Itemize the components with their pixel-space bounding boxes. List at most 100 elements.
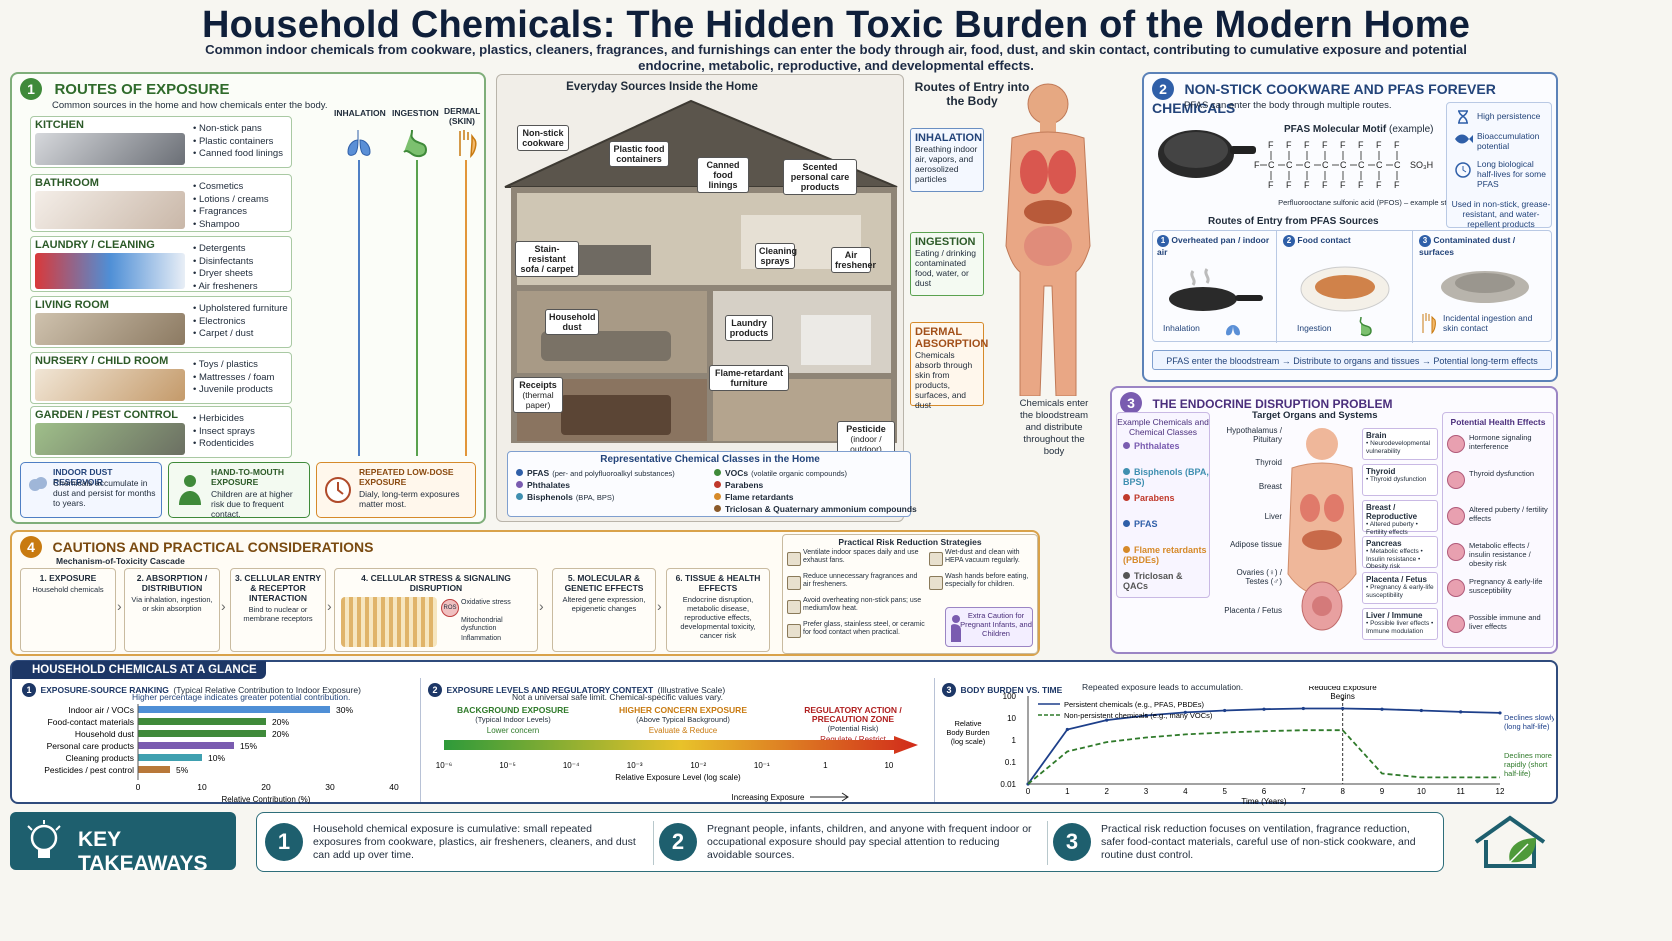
callout-canned-food: Canned food linings bbox=[697, 157, 749, 193]
svg-text:C: C bbox=[1376, 160, 1383, 170]
room-item: Lotions / creams bbox=[193, 194, 269, 207]
note-hand-to-mouth: HAND-TO-MOUTH EXPOSURE Children are at h… bbox=[168, 462, 310, 519]
cascade-step: 3. CELLULAR ENTRY & RECEPTOR INTERACTION… bbox=[230, 568, 326, 652]
laundry-image bbox=[35, 253, 185, 289]
kitchen-image bbox=[35, 133, 185, 165]
burden-point bbox=[1301, 706, 1305, 711]
room-garden-items: Herbicides Insect sprays Rodenticides bbox=[193, 413, 255, 451]
callout-pesticide-text: Pesticide bbox=[846, 424, 886, 434]
levels-sub: Not a universal safe limit. Chemical-spe… bbox=[512, 692, 723, 702]
home-leaf-logo bbox=[1474, 815, 1546, 868]
burden-number: 3 bbox=[942, 683, 956, 697]
body-routes-title: Routes of Entry into the Body bbox=[914, 80, 1030, 108]
class-dot-icon bbox=[1123, 494, 1130, 501]
burden-point bbox=[1459, 710, 1463, 714]
takeaway-number: 3 bbox=[1053, 823, 1091, 861]
pfas-flow-step: Potential long-term effects bbox=[1433, 356, 1538, 366]
exposure-tick: 1 bbox=[823, 761, 828, 770]
svg-text:F: F bbox=[1394, 140, 1400, 150]
zone-title: REGULATORY ACTION / PRECAUTION ZONE bbox=[804, 705, 902, 724]
class-name: VOCs bbox=[725, 468, 749, 478]
room-kitchen-label: KITCHEN bbox=[35, 119, 84, 131]
pfas-source-food-head: 2 Food contact bbox=[1283, 235, 1351, 247]
ranking-category-label: Indoor air / VOCs bbox=[68, 705, 134, 715]
ranking-x-label: Relative Contribution (%) bbox=[222, 795, 311, 804]
timer-icon bbox=[1455, 162, 1471, 178]
callout-pesticide-note: (indoor / outdoor) bbox=[850, 434, 882, 454]
pfas-flow: PFAS enter the bloodstream → Distribute … bbox=[1152, 350, 1552, 370]
callout-sofa-carpet: Stain-resistant sofa / carpet bbox=[515, 241, 579, 277]
lungs-icon bbox=[1226, 319, 1240, 336]
room-item: Disinfectants bbox=[193, 256, 258, 269]
oxidative-label: Oxidative stress bbox=[461, 599, 511, 606]
room-item: Upholstered furniture bbox=[193, 303, 288, 316]
strategy-text: Ventilate indoor spaces daily and use ex… bbox=[803, 549, 919, 564]
pfas-source-route: Inhalation bbox=[1163, 323, 1200, 333]
burden-x-tick: 9 bbox=[1380, 787, 1385, 796]
callout-household-dust: Household dust bbox=[545, 309, 599, 335]
class-dot-icon bbox=[1123, 520, 1130, 527]
burden-x-tick: 12 bbox=[1496, 787, 1505, 796]
exposure-tick: 10⁻⁵ bbox=[499, 761, 515, 770]
health-effect-text: Hormone signaling interference bbox=[1469, 433, 1532, 451]
svg-text:F: F bbox=[1358, 180, 1364, 190]
levels-title: EXPOSURE LEVELS AND REGULATORY CONTEXT bbox=[446, 685, 654, 695]
ranking-number: 1 bbox=[22, 683, 36, 697]
fish-icon bbox=[1455, 134, 1473, 144]
room-item: Canned food linings bbox=[193, 148, 283, 161]
endocrine-class-item: Bisphenols (BPA, BPS) bbox=[1123, 467, 1209, 487]
class-dot-icon bbox=[1123, 546, 1130, 553]
strategies-box: Practical Risk Reduction Strategies Vent… bbox=[782, 534, 1038, 654]
class-dot-icon bbox=[1123, 442, 1130, 449]
class-note: (volatile organic compounds) bbox=[751, 469, 848, 478]
zone-action: Lower concern bbox=[486, 726, 540, 735]
burden-point bbox=[1223, 708, 1227, 713]
chemical-classes-title: Representative Chemical Classes in the H… bbox=[600, 454, 820, 465]
route-dermal: DERMAL ABSORPTION Chemicals absorb throu… bbox=[910, 322, 988, 410]
class-name: Parabens bbox=[725, 480, 764, 490]
note-low-dose: REPEATED LOW-DOSE EXPOSURE Dialy, long-t… bbox=[316, 462, 476, 518]
pfas-motif-title: PFAS Molecular Motif bbox=[1284, 124, 1387, 135]
svg-text:F: F bbox=[1340, 180, 1346, 190]
callout-laundry-products: Laundry products bbox=[725, 315, 773, 341]
health-effect-item: Metabolic effects / insulin resistance /… bbox=[1447, 539, 1551, 571]
pfas-flow-step: PFAS enter the bloodstream bbox=[1166, 356, 1280, 366]
room-living-items: Upholstered furniture Electronics Carpet… bbox=[193, 303, 288, 341]
pfas-source-pan: 1 Overheated pan / indoor air Inhalation bbox=[1153, 231, 1277, 343]
pfas-source-title: Food contact bbox=[1297, 235, 1351, 245]
pregnant-icon bbox=[1447, 579, 1465, 597]
ranking-heading: 1 EXPOSURE-SOURCE RANKING (Typical Relat… bbox=[22, 680, 422, 698]
note-title: INDOOR DUST RESERVOIR bbox=[53, 467, 113, 487]
routes-heading: 1 ROUTES OF EXPOSURE bbox=[20, 78, 229, 100]
routes-title: ROUTES OF EXPOSURE bbox=[54, 81, 230, 98]
exposure-zone: HIGHER CONCERN EXPOSURE(Above Typical Ba… bbox=[598, 706, 768, 736]
ranking-x-tick: 0 bbox=[136, 782, 141, 792]
arrow-right-icon: › bbox=[327, 598, 332, 614]
organ-name: Thyroid bbox=[1366, 467, 1396, 476]
room-laundry-label: LAUNDRY / CLEANING bbox=[35, 239, 155, 251]
room-kitchen-items: Non-stick pans Plastic containers Canned… bbox=[193, 123, 283, 161]
svg-text:F: F bbox=[1304, 140, 1310, 150]
svg-text:F: F bbox=[1254, 160, 1260, 170]
class-name: Triclosan & Quaternary ammonium compound… bbox=[725, 504, 917, 514]
room-bathroom-items: Cosmetics Lotions / creams Fragrances Sh… bbox=[193, 181, 269, 231]
increasing-exposure-label: Increasing Exposure bbox=[732, 793, 805, 802]
routes-number: 1 bbox=[20, 78, 42, 100]
bloodstream-note: Chemicals enter the bloodstream and dist… bbox=[1019, 398, 1089, 457]
health-effects: Potential Health Effects Hormone signali… bbox=[1442, 412, 1554, 648]
class-dot-icon bbox=[516, 481, 523, 488]
organ-box: Thyroid• Thyroid dysfunction bbox=[1362, 464, 1438, 496]
takeaways-banner: KEY TAKEAWAYS bbox=[10, 812, 236, 875]
class-name: Phthalates bbox=[527, 480, 570, 490]
room-item: Shampoo bbox=[193, 219, 269, 232]
strategy-text: Reduce unnecessary fragrances and air fr… bbox=[803, 573, 918, 588]
nursery-image bbox=[35, 369, 185, 401]
burden-point bbox=[1419, 708, 1423, 713]
chemical-classes-box: Representative Chemical Classes in the H… bbox=[507, 451, 917, 517]
strategy-text: Prefer glass, stainless steel, or cerami… bbox=[803, 621, 925, 636]
strategy-icon bbox=[929, 576, 943, 590]
